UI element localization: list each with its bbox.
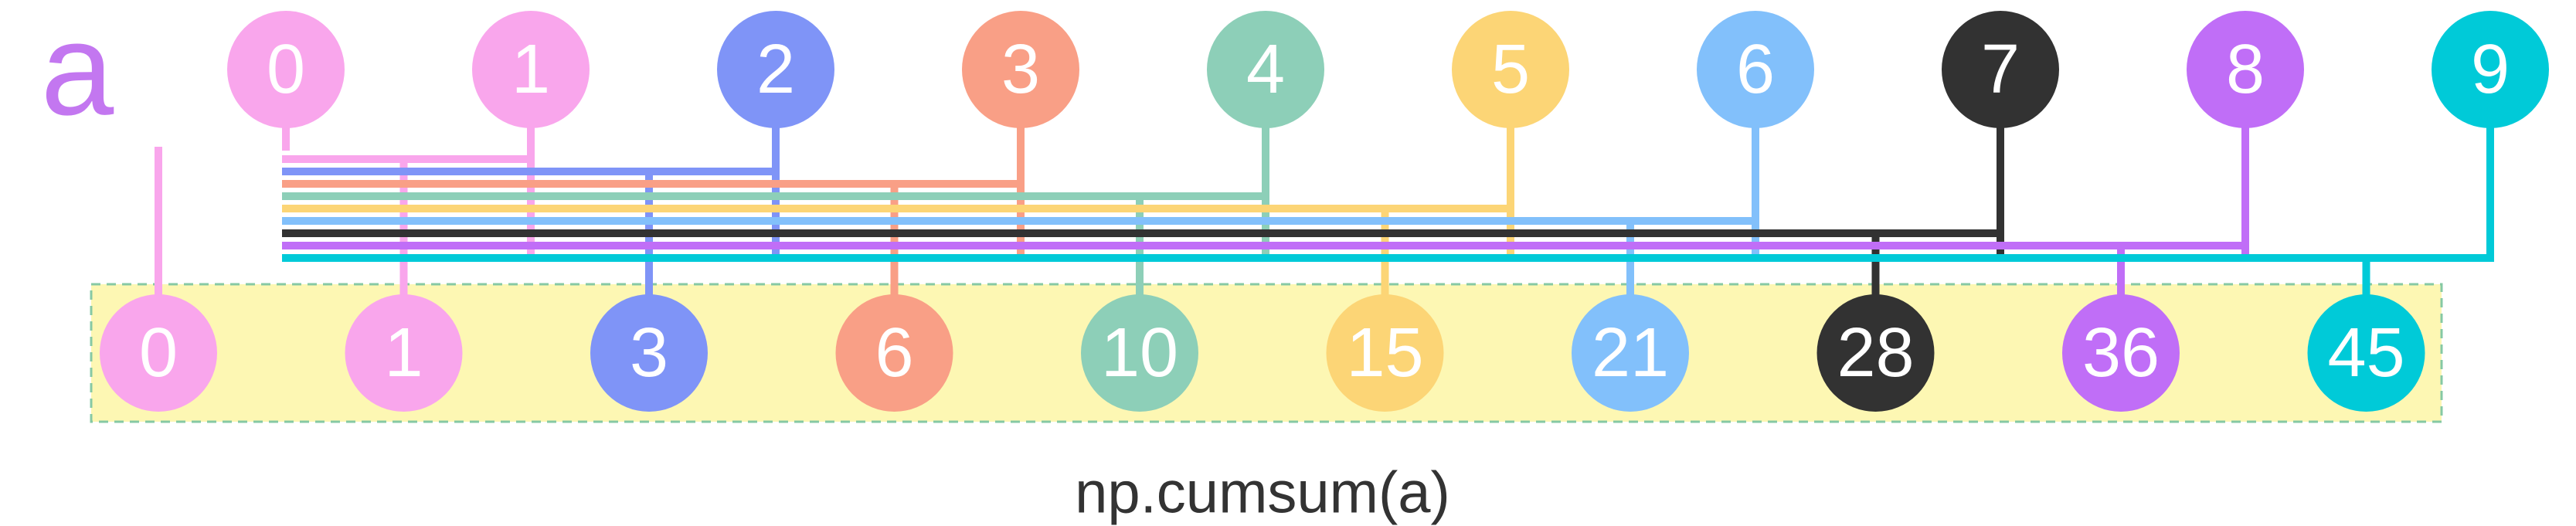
result-box — [90, 283, 2443, 423]
wire-5 — [282, 125, 2494, 297]
output-node-circle — [2062, 294, 2180, 412]
output-node: 10 — [1081, 294, 1198, 412]
wire-9 — [282, 125, 2494, 297]
output-node-value: 28 — [1837, 314, 1914, 392]
output-node-value: 45 — [2327, 314, 2404, 392]
input-node-circle — [2432, 11, 2549, 128]
input-node: 7 — [1942, 11, 2059, 128]
input-node-value: 3 — [1001, 31, 1040, 108]
output-node-value: 6 — [875, 314, 913, 392]
input-node-circle — [2187, 11, 2304, 128]
output-node-value: 10 — [1101, 314, 1178, 392]
output-node-value: 21 — [1592, 314, 1669, 392]
output-node: 28 — [1816, 294, 1935, 412]
input-node-value: 1 — [511, 31, 550, 108]
input-node-circle — [472, 11, 590, 128]
input-node: 9 — [2432, 11, 2549, 128]
input-node: 6 — [1697, 11, 1814, 128]
input-node-value: 4 — [1246, 31, 1285, 108]
output-node-value: 0 — [139, 314, 178, 392]
output-node-circle — [1816, 294, 1935, 412]
output-node: 1 — [345, 294, 463, 412]
input-node-value: 9 — [2471, 31, 2510, 108]
output-node: 45 — [2307, 294, 2425, 412]
input-node-value: 8 — [2226, 31, 2265, 108]
input-node: 3 — [962, 11, 1079, 128]
output-node-value: 36 — [2082, 314, 2160, 392]
output-node-circle — [100, 294, 217, 412]
input-node-circle — [1942, 11, 2059, 128]
input-node: 8 — [2187, 11, 2304, 128]
input-node: 5 — [1452, 11, 1569, 128]
output-node: 3 — [590, 294, 708, 412]
output-node-circle — [1081, 294, 1198, 412]
output-node-circle — [1326, 294, 1444, 412]
input-node-circle — [1452, 11, 1569, 128]
input-node-circle — [717, 11, 834, 128]
output-node-value: 3 — [630, 314, 668, 392]
input-node-circle — [227, 11, 345, 128]
input-node: 0 — [227, 11, 345, 128]
output-node-circle — [345, 294, 463, 412]
input-node: 4 — [1207, 11, 1324, 128]
output-node: 6 — [835, 294, 953, 412]
output-node-value: 15 — [1346, 314, 1423, 392]
input-node-circle — [1697, 11, 1814, 128]
input-node: 1 — [472, 11, 590, 128]
input-node-value: 2 — [756, 31, 795, 108]
output-node-circle — [2307, 294, 2425, 412]
input-node-value: 5 — [1491, 31, 1530, 108]
output-node-circle — [835, 294, 953, 412]
output-node-circle — [1572, 294, 1689, 412]
input-node-value: 6 — [1736, 31, 1775, 108]
input-array: 0 1 2 3 4 5 6 7 8 9 — [227, 11, 2549, 128]
input-node-circle — [1207, 11, 1324, 128]
summation-wires — [155, 125, 2494, 297]
input-node: 2 — [717, 11, 834, 128]
output-node-value: 1 — [384, 314, 423, 392]
output-node: 21 — [1572, 294, 1689, 412]
input-node-value: 0 — [267, 31, 305, 108]
input-node-circle — [962, 11, 1079, 128]
input-node-value: 7 — [1981, 31, 2020, 108]
array-label: a — [41, 0, 114, 143]
output-node: 15 — [1326, 294, 1444, 412]
output-node: 0 — [100, 294, 217, 412]
caption: np.cumsum(a) — [1075, 460, 1450, 526]
output-node-circle — [590, 294, 708, 412]
output-node: 36 — [2062, 294, 2180, 412]
